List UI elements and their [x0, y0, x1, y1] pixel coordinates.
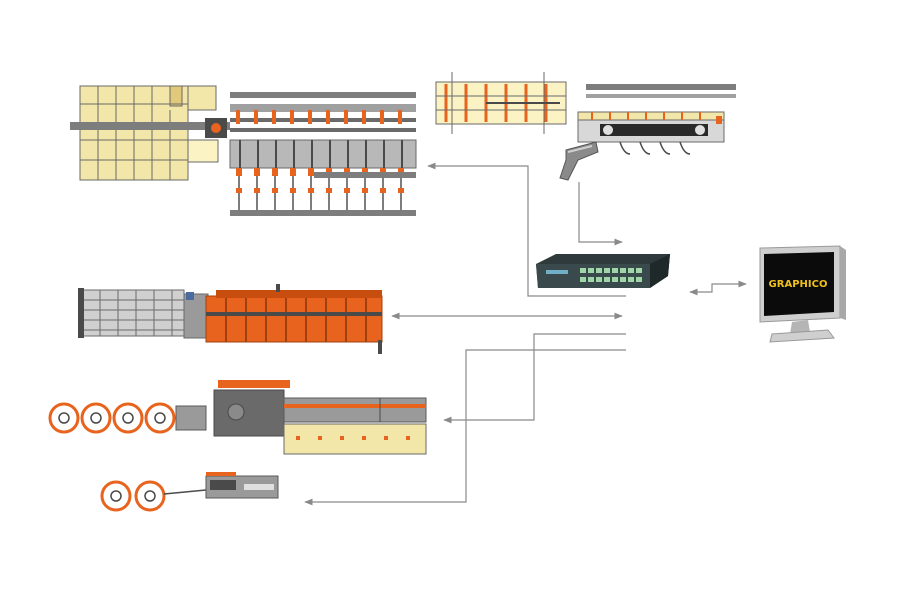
network-switch-icon: [536, 254, 670, 288]
production-line-1b-icon: [435, 72, 567, 134]
connector-line-monitor: [689, 280, 747, 296]
barcode-scanner-icon: [559, 141, 599, 181]
production-line-1-icon: [70, 85, 417, 216]
connection-lines: [304, 162, 747, 506]
monitor-screen-label: GRAPHICO: [769, 279, 828, 290]
connector-line-1: [427, 162, 626, 297]
connector-line-4: [304, 349, 626, 506]
monitor-icon: GRAPHICO: [759, 245, 846, 343]
production-line-1c-icon: [577, 84, 736, 155]
production-line-4-icon: [100, 472, 279, 512]
connector-line-scanner: [578, 182, 623, 246]
connector-line-3: [443, 333, 626, 424]
production-line-3-icon: [48, 380, 427, 455]
production-line-2-icon: [78, 284, 383, 354]
